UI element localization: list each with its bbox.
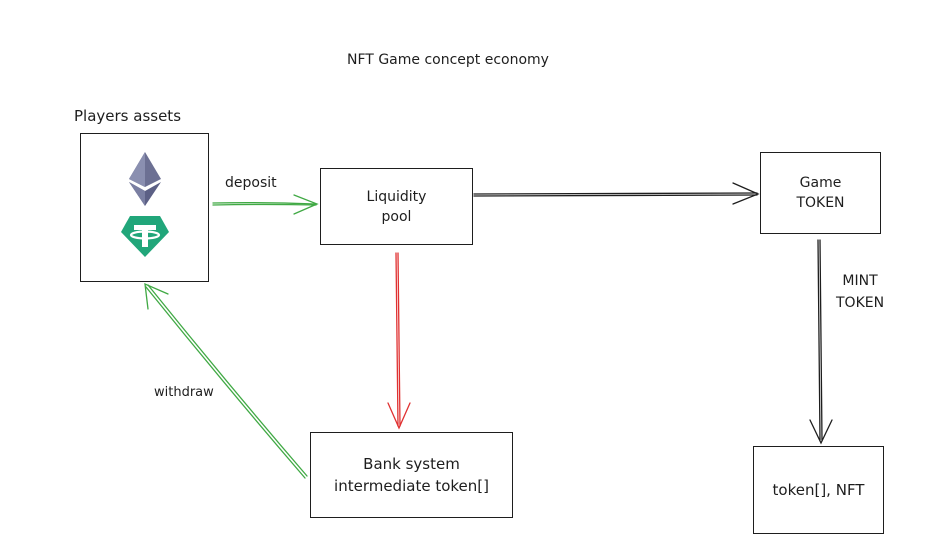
ethereum-icon xyxy=(129,152,161,206)
withdraw-arrow xyxy=(144,282,308,479)
diagram-title: NFT Game concept economy xyxy=(347,52,549,68)
tether-icon xyxy=(121,216,169,257)
bank-system-label: Bank system intermediate token[] xyxy=(334,455,489,495)
mint-arrow xyxy=(809,239,833,445)
liquidity-pool-box: Liquidity pool xyxy=(320,168,473,245)
withdraw-label: withdraw xyxy=(154,385,214,400)
deposit-label: deposit xyxy=(225,175,277,191)
pool-to-game-arrow xyxy=(473,182,760,205)
bank-system-box: Bank system intermediate token[] xyxy=(310,432,513,518)
deposit-arrow xyxy=(212,194,319,215)
token-nft-box: token[], NFT xyxy=(753,446,884,534)
pool-to-bank-arrow xyxy=(387,252,411,430)
liquidity-pool-label: Liquidity pool xyxy=(366,188,427,225)
game-token-box: Game TOKEN xyxy=(760,152,881,234)
players-assets-title: Players assets xyxy=(74,107,182,125)
players-assets-box xyxy=(80,133,209,282)
game-token-label: Game TOKEN xyxy=(796,175,845,211)
token-nft-label: token[], NFT xyxy=(772,481,865,499)
mint-token-label: MINT TOKEN xyxy=(836,273,885,311)
